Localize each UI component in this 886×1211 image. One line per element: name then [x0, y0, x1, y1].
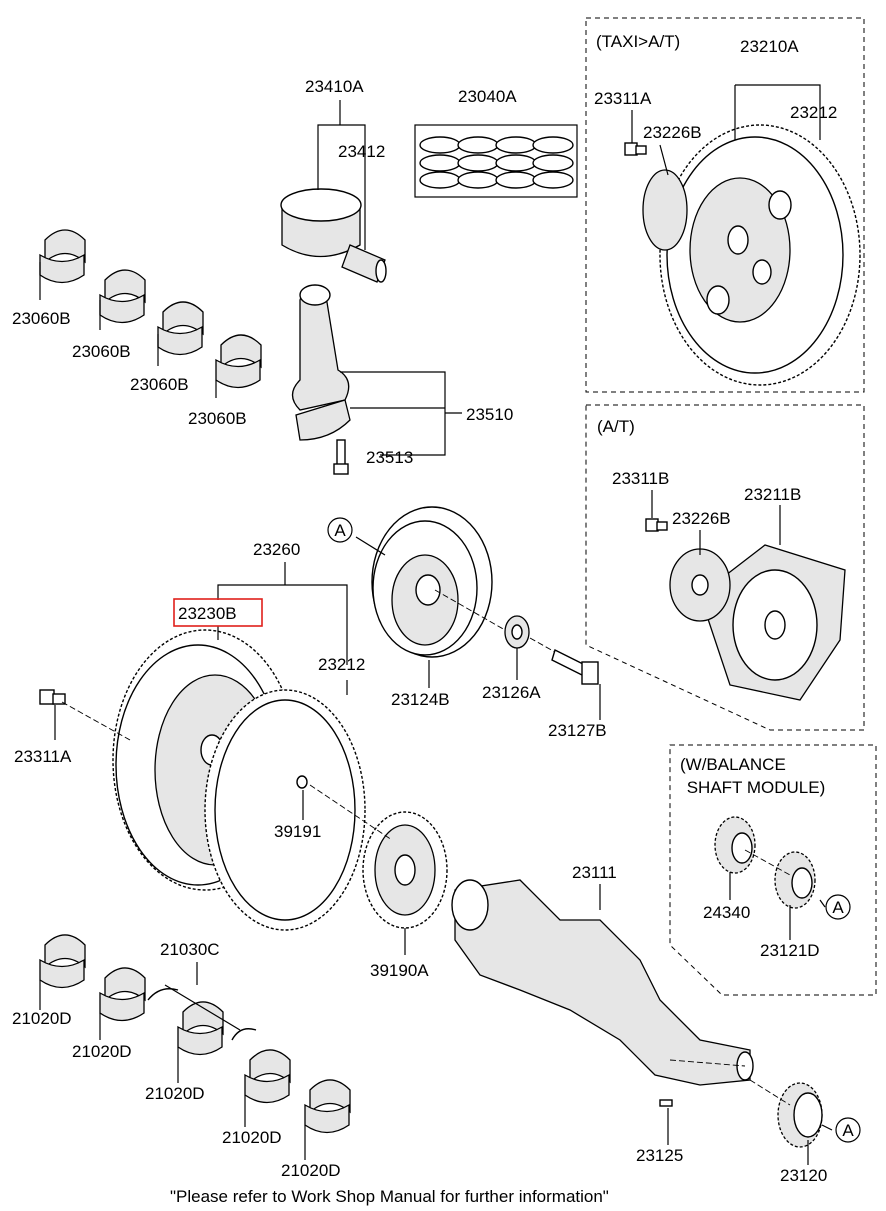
bearing-21020D[interactable] [39, 934, 351, 1134]
callout-23260[interactable]: 23260 [253, 540, 300, 559]
callout-24340[interactable]: 24340 [703, 903, 750, 922]
callout-23040A[interactable]: 23040A [458, 87, 517, 106]
callout-23211B[interactable]: 23211B [744, 485, 801, 504]
gear-24340[interactable] [714, 816, 756, 874]
callout-23230B[interactable]: 23230B [178, 604, 237, 623]
callout-23124B[interactable]: 23124B [391, 690, 450, 709]
svg-text:A: A [842, 1121, 854, 1140]
callout-23120[interactable]: 23120 [780, 1166, 827, 1185]
callout-23510[interactable]: 23510 [466, 405, 513, 424]
callout-23311A[interactable]: 23311A [14, 747, 72, 766]
bolt-23127B[interactable] [551, 649, 599, 685]
bearing-23060B[interactable] [39, 229, 262, 389]
bolt-23311B[interactable] [645, 518, 668, 532]
callout-23060B[interactable]: 23060B [72, 342, 131, 361]
svg-text:A: A [832, 898, 844, 917]
damper-pulley-23124B[interactable] [371, 506, 493, 658]
callout-23060B[interactable]: 23060B [12, 309, 71, 328]
plate-23226B-top[interactable] [642, 169, 688, 251]
callout-23060B[interactable]: 23060B [130, 375, 189, 394]
key-23125[interactable] [659, 1099, 673, 1107]
callout-39190A[interactable]: 39190A [370, 961, 429, 980]
group-box-taxi-at [585, 17, 865, 393]
group-label-at: (A/T) [597, 417, 635, 436]
leader-lines [39, 84, 833, 1165]
group-box-at [585, 404, 865, 731]
callout-23060B[interactable]: 23060B [188, 409, 247, 428]
callout-23210A[interactable]: 23210A [740, 37, 799, 56]
piston-rings-23040A[interactable] [414, 124, 578, 198]
sprocket-23120[interactable] [777, 1082, 823, 1148]
group-box-balance-shaft [669, 744, 877, 996]
bolt-23311A-top[interactable] [624, 142, 647, 156]
piston-pin-23412[interactable] [341, 244, 387, 283]
callout-23126A[interactable]: 23126A [482, 683, 541, 702]
callout-21020D[interactable]: 21020D [145, 1084, 205, 1103]
callout-21030C[interactable]: 21030C [160, 940, 220, 959]
pin-39191[interactable] [296, 775, 308, 789]
callout-39191[interactable]: 39191 [274, 822, 321, 841]
piston-23410A[interactable] [280, 188, 362, 258]
footer-note: "Please refer to Work Shop Manual for fu… [170, 1187, 609, 1206]
reference-a-3[interactable]: A [835, 1117, 861, 1143]
callout-21020D[interactable]: 21020D [222, 1128, 282, 1147]
callout-21020D[interactable]: 21020D [281, 1161, 341, 1180]
svg-text:A: A [334, 521, 346, 540]
reluctor-wheel-39190A[interactable] [362, 811, 448, 929]
drive-plate-23211B[interactable] [699, 544, 846, 701]
callout-23412[interactable]: 23412 [338, 142, 385, 161]
callout-23127B[interactable]: 23127B [548, 721, 607, 740]
callout-23125[interactable]: 23125 [636, 1146, 683, 1165]
callout-23226B[interactable]: 23226B [643, 123, 702, 142]
group-label-taxi-at: (TAXI>A/T) [596, 32, 680, 51]
rod-bolt-23513[interactable] [333, 439, 349, 475]
washer-23126A[interactable] [504, 615, 530, 649]
bolt-23311A-left[interactable] [39, 689, 66, 705]
callout-23226B[interactable]: 23226B [672, 509, 731, 528]
flywheel-23210A[interactable] [659, 124, 861, 386]
ring-gear-23212[interactable] [204, 689, 366, 931]
highlight-box-23230B [173, 598, 263, 627]
thrust-bearing-21030C[interactable] [147, 988, 257, 1041]
plate-23226B-at[interactable] [669, 548, 731, 622]
callout-23311B[interactable]: 23311B [612, 469, 669, 488]
callout-23513[interactable]: 23513 [366, 448, 413, 467]
callout-23311A[interactable]: 23311A [594, 89, 652, 108]
connecting-rod-23510[interactable] [291, 284, 351, 441]
callout-21020D[interactable]: 21020D [12, 1009, 72, 1028]
callout-23410A[interactable]: 23410A [305, 77, 364, 96]
callout-23212[interactable]: 23212 [790, 103, 837, 122]
group-label-balance-1: (W/BALANCE [680, 755, 786, 774]
reference-a-2[interactable]: A [825, 894, 851, 920]
part-callouts: 23210A 23311A 23212 23226B 23410A 23040A… [12, 37, 837, 1185]
callout-23111[interactable]: 23111 [572, 863, 617, 882]
group-label-balance-2: SHAFT MODULE) [682, 778, 825, 797]
gear-23121D[interactable] [774, 851, 816, 909]
callout-23212[interactable]: 23212 [318, 655, 365, 674]
callout-23121D[interactable]: 23121D [760, 941, 820, 960]
callout-21020D[interactable]: 21020D [72, 1042, 132, 1061]
reference-a-1[interactable]: A [327, 517, 353, 543]
